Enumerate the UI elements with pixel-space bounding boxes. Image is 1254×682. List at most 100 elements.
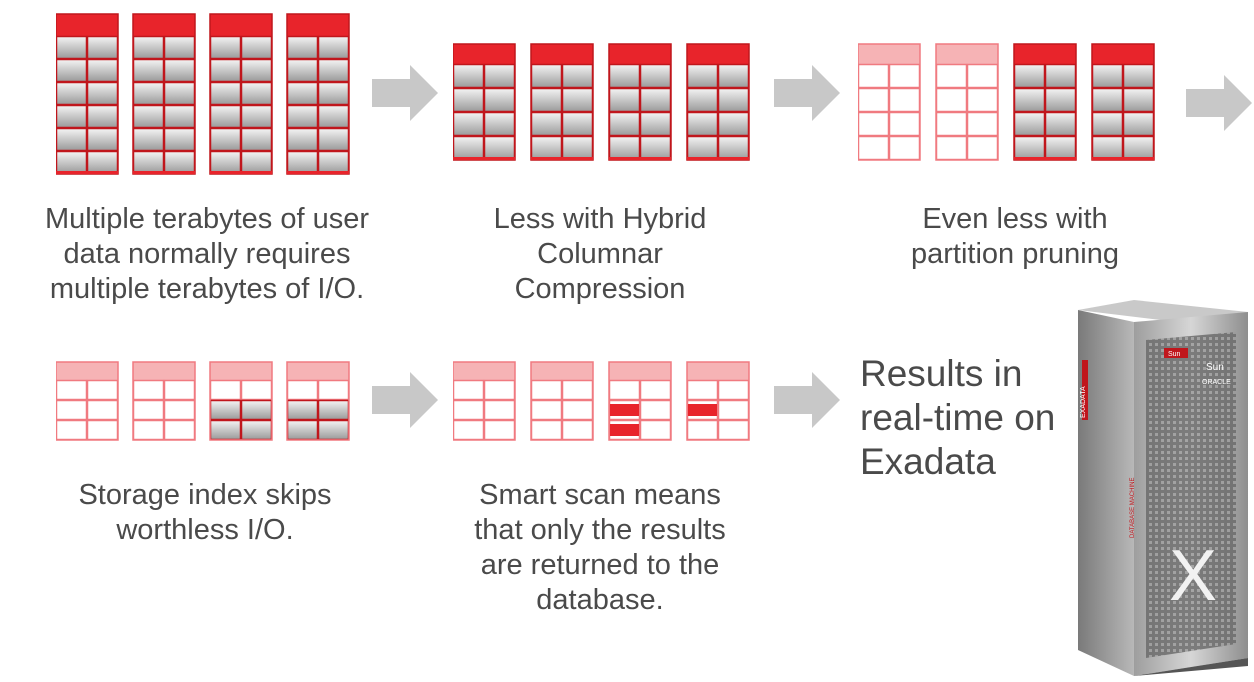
table-3-cell	[209, 104, 242, 129]
table-4-cell	[317, 58, 350, 83]
table-4-cell	[286, 58, 319, 83]
table-3-cell	[209, 419, 242, 441]
caption-step5-line4: database.	[536, 584, 664, 616]
table-2-outline	[132, 361, 196, 441]
table-2-cell	[163, 35, 196, 60]
table-2-cell	[132, 399, 165, 421]
arrow-1	[372, 65, 438, 121]
table-4-outline	[686, 361, 750, 441]
table-3-cell	[209, 399, 242, 421]
table-1-cell	[483, 63, 516, 89]
table-4-cell	[317, 419, 350, 441]
table-4	[1091, 43, 1155, 161]
table-4-cell	[717, 63, 750, 89]
table-4	[286, 361, 350, 441]
table-1-cell	[86, 104, 119, 129]
rack-badge-logo: Sun	[1168, 351, 1181, 358]
table-2-cell	[163, 81, 196, 106]
table-1-cell	[56, 104, 88, 129]
table-3-header	[609, 44, 671, 64]
table-3	[608, 43, 672, 161]
table-2-cell	[132, 379, 165, 401]
table-4-cell	[1091, 111, 1124, 137]
table-3-base	[609, 157, 671, 160]
table-1-cell	[483, 419, 516, 441]
rack-x-letter: X	[1169, 536, 1217, 616]
caption-step5-line1: Smart scan means	[479, 479, 721, 511]
table-4-cell	[286, 81, 319, 106]
table-4-cell	[686, 419, 719, 441]
table-1-cell	[453, 135, 485, 161]
table-3-cell	[639, 399, 672, 421]
table-2-base	[531, 157, 593, 160]
table-1-cell	[56, 35, 88, 60]
table-4-cell	[686, 135, 719, 161]
table-1-cell	[56, 379, 88, 401]
table-3-cell	[639, 87, 672, 113]
table-3	[209, 13, 273, 175]
table-4-cell	[717, 87, 750, 113]
table-1-cell	[888, 135, 921, 161]
result-line2: real-time on	[860, 397, 1056, 438]
table-3-cell	[240, 81, 273, 106]
table-4-cell	[686, 111, 719, 137]
table-2-outline	[530, 361, 594, 441]
table-4-cell	[317, 104, 350, 129]
table-3-outline	[608, 361, 672, 441]
table-4	[686, 361, 750, 441]
table-4-cell	[317, 150, 350, 175]
table-3-cell	[1013, 63, 1046, 89]
table-1-cell	[86, 399, 119, 421]
table-2-cell	[966, 63, 999, 89]
table-1-cell	[86, 127, 119, 152]
table-4-header	[1092, 44, 1154, 64]
table-1-cell	[86, 150, 119, 175]
caption-step5-line3: are returned to the	[480, 549, 720, 581]
table-1-cell	[858, 63, 890, 89]
table-4-header	[687, 44, 749, 64]
table-2-cell	[163, 379, 196, 401]
table-1-cell	[888, 111, 921, 137]
table-3-cell	[608, 379, 641, 401]
table-4-cell	[1091, 87, 1124, 113]
table-1-cell	[858, 87, 890, 113]
table-2-cell	[132, 81, 165, 106]
caption-step2-line1: Less with Hybrid	[493, 203, 707, 235]
tables-partition-pruning	[858, 43, 1155, 161]
caption-step1: Multiple terabytes of user data normally…	[8, 202, 406, 307]
table-3-base	[1014, 157, 1076, 160]
table-3-outline	[209, 361, 273, 441]
table-2-outline	[935, 43, 999, 161]
caption-step1-line3: multiple terabytes of I/O.	[49, 273, 365, 305]
table-2-cell	[561, 63, 594, 89]
table-4-cell	[686, 379, 719, 401]
table-4-header	[287, 14, 349, 36]
table-3-cell	[240, 150, 273, 175]
table-2-cell	[163, 58, 196, 83]
table-2-base	[133, 171, 195, 174]
table-3-cell	[639, 111, 672, 137]
table-3-cell	[639, 419, 672, 441]
table-1-cell	[56, 127, 88, 152]
table-2-cell	[132, 150, 165, 175]
table-3-cell	[240, 399, 273, 421]
table-1-cell	[56, 81, 88, 106]
table-1	[453, 43, 516, 161]
table-2-cell	[163, 150, 196, 175]
table-3-cell	[240, 104, 273, 129]
tables-smart-scan	[453, 361, 750, 441]
table-1-cell	[86, 81, 119, 106]
table-4-cell	[317, 399, 350, 421]
result-line3: Exadata	[860, 441, 996, 482]
table-1-cell	[453, 63, 485, 89]
table-4-cell	[286, 35, 319, 60]
table-3-cell	[1013, 87, 1046, 113]
table-3-cell	[209, 58, 242, 83]
table-1-cell	[86, 419, 119, 441]
result-text: Results in real-time on Exadata	[860, 352, 1055, 484]
table-3-cell	[608, 111, 641, 137]
table-4-cell	[686, 87, 719, 113]
table-3-cell	[1013, 111, 1046, 137]
table-2-cell	[163, 399, 196, 421]
table-2-cell	[132, 104, 165, 129]
